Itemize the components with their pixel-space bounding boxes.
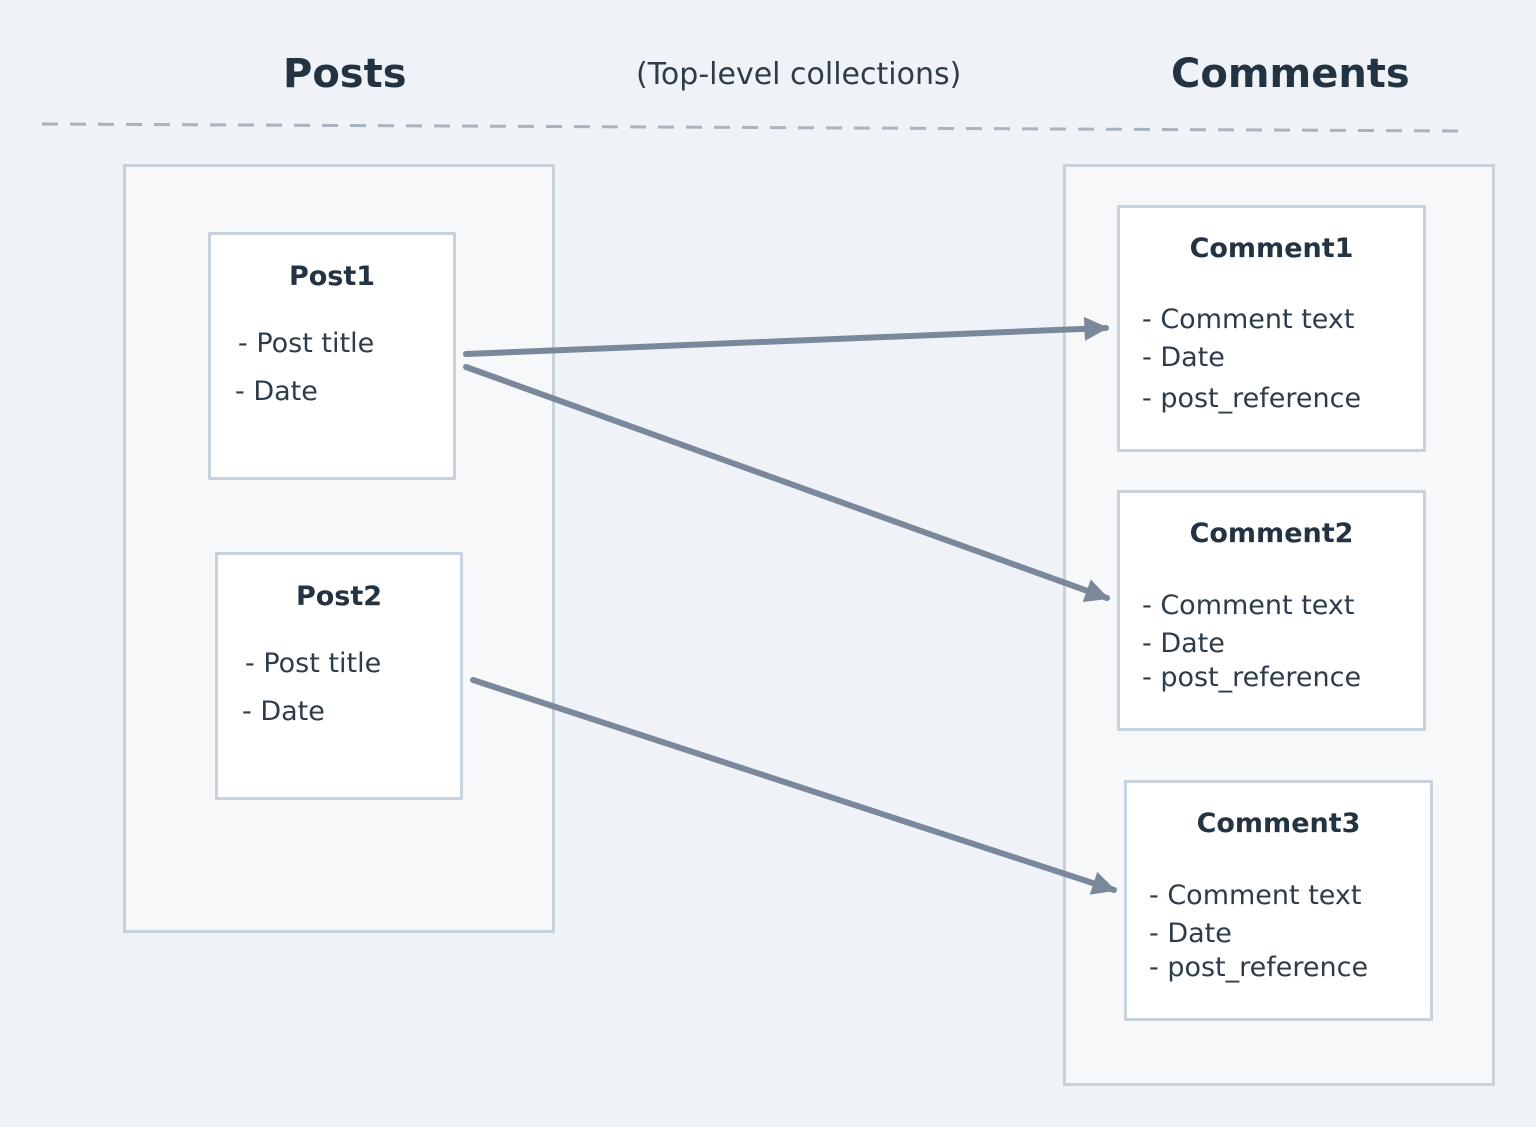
comment-2-field-text: - Comment text: [1142, 590, 1355, 621]
comments-heading: Comments: [1171, 51, 1410, 97]
comment-3-card[interactable]: Comment3 - Comment text - Date - post_re…: [1124, 780, 1433, 1021]
post-2-field-title: - Post title: [245, 648, 382, 679]
comment-3-title: Comment3: [1196, 808, 1361, 839]
post-2-card[interactable]: Post2 - Post title - Date: [215, 552, 463, 800]
comment-2-field-date: - Date: [1142, 628, 1225, 659]
post-2-title: Post2: [295, 581, 383, 612]
comment-1-card[interactable]: Comment1 - Comment text - Date - post_re…: [1117, 205, 1426, 452]
arrow-post1-to-comment1: [463, 316, 1109, 357]
post-1-title: Post1: [288, 261, 376, 292]
comment-1-field-date: - Date: [1142, 342, 1225, 373]
comment-2-field-post-reference: - post_reference: [1142, 662, 1362, 693]
comment-2-card[interactable]: Comment2 - Comment text - Date - post_re…: [1117, 490, 1426, 731]
comment-3-field-date: - Date: [1149, 918, 1232, 949]
collections-subtitle: (Top-level collections): [636, 57, 962, 92]
comment-1-field-text: - Comment text: [1142, 304, 1355, 335]
post-2-field-date: - Date: [242, 696, 325, 727]
comment-2-title: Comment2: [1189, 518, 1354, 549]
header-divider: [41, 122, 1469, 133]
arrow-post2-to-comment3: [470, 677, 1117, 895]
comment-3-field-text: - Comment text: [1149, 880, 1362, 911]
posts-heading: Posts: [283, 51, 407, 97]
arrow-post1-to-comment2: [463, 364, 1110, 602]
comment-1-field-post-reference: - post_reference: [1142, 383, 1362, 414]
post-1-field-date: - Date: [235, 376, 318, 407]
comment-3-field-post-reference: - post_reference: [1149, 952, 1369, 983]
post-1-card[interactable]: Post1 - Post title - Date: [208, 232, 456, 480]
comment-1-title: Comment1: [1189, 233, 1354, 264]
post-1-field-title: - Post title: [238, 328, 375, 359]
